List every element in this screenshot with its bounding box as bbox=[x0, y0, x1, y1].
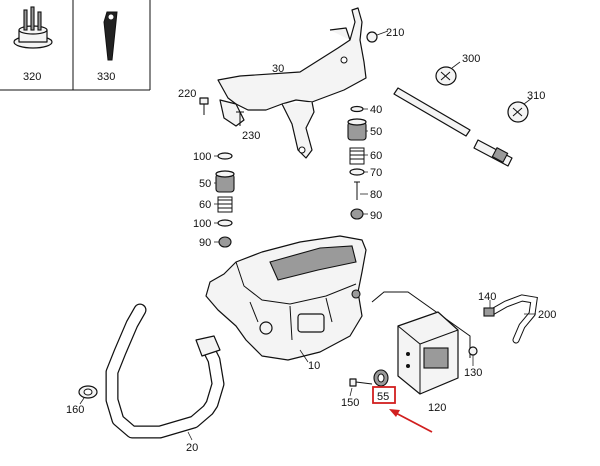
label-300: 300 bbox=[462, 53, 480, 65]
label-30: 30 bbox=[272, 63, 284, 75]
label-70: 70 bbox=[370, 167, 382, 179]
label-150: 150 bbox=[341, 397, 359, 409]
tool-rod-300-icon bbox=[393, 61, 471, 137]
label-100-upper: 100 bbox=[193, 151, 211, 163]
label-310: 310 bbox=[527, 90, 545, 102]
label-100-lower: 100 bbox=[193, 218, 211, 230]
label-160: 160 bbox=[66, 404, 84, 416]
tool-adapter-310-icon bbox=[473, 97, 533, 167]
hose-20-part bbox=[105, 303, 225, 441]
label-80: 80 bbox=[370, 189, 382, 201]
bolt-210-icon bbox=[366, 30, 389, 43]
bolt-220-icon bbox=[199, 97, 209, 115]
label-50-left: 50 bbox=[199, 178, 211, 190]
bolt-150-icon bbox=[349, 378, 373, 397]
stud-230-icon bbox=[236, 111, 244, 126]
label-90-right: 90 bbox=[370, 210, 382, 222]
label-10: 10 bbox=[308, 360, 320, 372]
label-140: 140 bbox=[478, 291, 496, 303]
label-200: 200 bbox=[538, 309, 556, 321]
bracket-part bbox=[217, 7, 367, 159]
grommet-55-icon bbox=[373, 369, 389, 387]
label-120: 120 bbox=[428, 402, 446, 414]
right-mount-stack bbox=[347, 105, 368, 220]
cable-tie-icon bbox=[103, 11, 118, 61]
left-mount-stack bbox=[214, 152, 235, 248]
label-20: 20 bbox=[186, 442, 198, 454]
connector-plug-icon bbox=[13, 6, 53, 49]
label-60-right: 60 bbox=[370, 150, 382, 162]
control-module-part bbox=[397, 311, 459, 395]
label-210: 210 bbox=[386, 27, 404, 39]
label-130: 130 bbox=[464, 367, 482, 379]
label-55: 55 bbox=[377, 391, 389, 403]
air-line-200-icon bbox=[483, 294, 538, 344]
label-230: 230 bbox=[242, 130, 260, 142]
harness-line bbox=[371, 291, 471, 358]
compressor-unit-part bbox=[205, 235, 367, 363]
label-60-left: 60 bbox=[199, 199, 211, 211]
highlight-arrow bbox=[389, 409, 433, 433]
label-90-left: 90 bbox=[199, 237, 211, 249]
inset-panel bbox=[0, 0, 151, 91]
label-40: 40 bbox=[370, 104, 382, 116]
label-220: 220 bbox=[178, 88, 196, 100]
label-50-right: 50 bbox=[370, 126, 382, 138]
highlight-box-55 bbox=[372, 386, 396, 404]
clamp-160-icon bbox=[78, 385, 98, 405]
screw-130-icon bbox=[468, 346, 478, 366]
label-330: 330 bbox=[97, 71, 115, 83]
label-320: 320 bbox=[23, 71, 41, 83]
